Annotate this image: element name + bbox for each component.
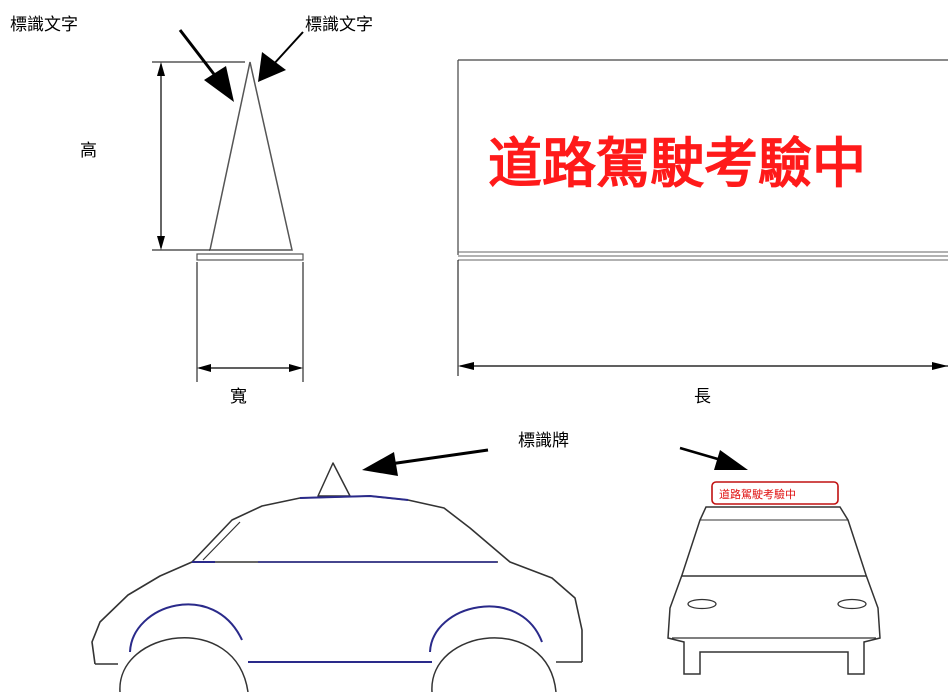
length-dimension: [458, 362, 948, 370]
width-label: 寬: [230, 387, 247, 407]
arrow-to-rear-sign: [679, 446, 748, 470]
height-label: 高: [80, 141, 97, 161]
car-side-view: [91, 462, 583, 692]
rear-car-sign-text: 道路駕駛考驗中: [719, 487, 796, 501]
arrow-left-face: [178, 29, 234, 102]
sign-text-label-left: 標識文字: [10, 15, 78, 35]
sign-side-view: [196, 61, 304, 261]
arrow-right-face: [258, 31, 304, 82]
arrow-to-car-sign: [362, 448, 489, 476]
sign-text-label-right: 標識文字: [305, 15, 373, 35]
car-rear-view: [667, 481, 881, 675]
height-dimension: [152, 61, 245, 251]
sign-board-label: 標識牌: [518, 431, 569, 451]
length-label: 長: [694, 387, 711, 407]
sign-banner-text: 道路駕駛考驗中: [488, 132, 866, 195]
width-dimension: [196, 262, 304, 382]
sign-front-panel: [457, 59, 948, 376]
